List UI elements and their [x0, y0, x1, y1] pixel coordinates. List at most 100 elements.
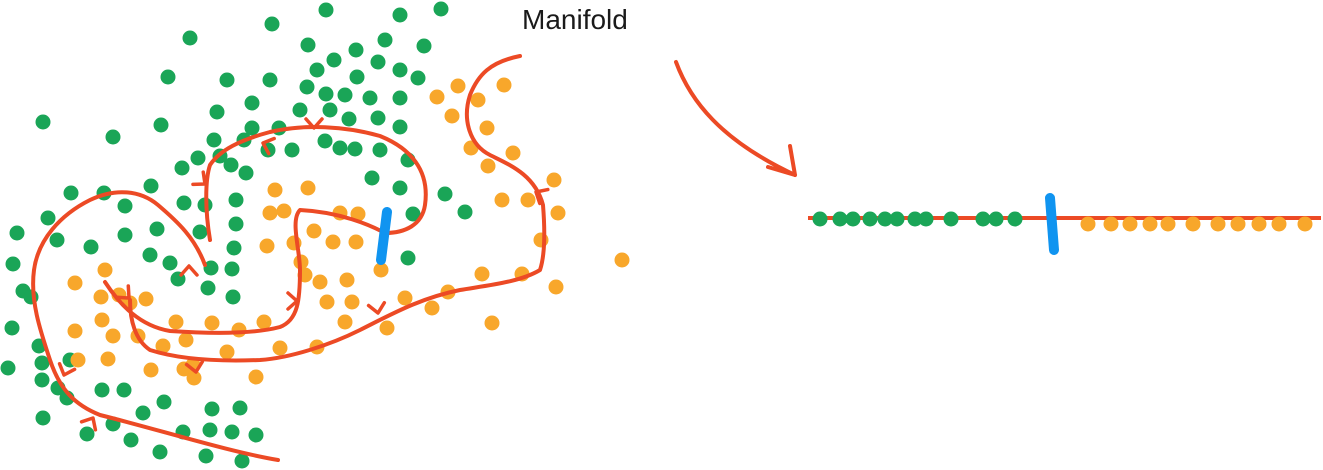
green-point — [176, 195, 192, 211]
orange-point — [105, 328, 121, 344]
orange-projected-point — [1185, 216, 1201, 232]
green-point — [326, 52, 342, 68]
green-point — [392, 119, 408, 135]
arrowhead-icon — [79, 416, 98, 432]
green-point — [244, 95, 260, 111]
orange-projected-point — [1251, 216, 1267, 232]
green-point — [156, 394, 172, 410]
orange-point — [267, 182, 283, 198]
green-point — [318, 2, 334, 18]
orange-point — [480, 158, 496, 174]
orange-projected-point — [1297, 216, 1313, 232]
orange-point — [138, 291, 154, 307]
orange-point — [319, 294, 335, 310]
green-point — [105, 129, 121, 145]
green-point — [264, 16, 280, 32]
arrowhead-icon — [534, 187, 550, 206]
green-point — [337, 87, 353, 103]
green-point — [347, 141, 363, 157]
decision-boundary-right — [1045, 193, 1059, 255]
green-point — [34, 372, 50, 388]
green-point — [284, 142, 300, 158]
orange-point — [94, 312, 110, 328]
orange-point — [397, 290, 413, 306]
green-point — [40, 210, 56, 226]
green-point — [392, 180, 408, 196]
orange-point — [520, 192, 536, 208]
green-projected-point — [975, 211, 991, 227]
orange-point — [231, 322, 247, 338]
green-projected-point — [862, 211, 878, 227]
orange-point — [97, 262, 113, 278]
green-projected-point — [918, 211, 934, 227]
orange-point — [325, 234, 341, 250]
projected-points — [812, 211, 1313, 232]
orange-point — [70, 352, 86, 368]
mapping-arrow — [674, 60, 797, 177]
green-point — [392, 7, 408, 23]
manifold-title: Manifold — [522, 4, 628, 35]
green-point — [5, 256, 21, 272]
orange-point — [93, 289, 109, 305]
green-point — [224, 424, 240, 440]
green-point — [232, 400, 248, 416]
orange-point — [155, 338, 171, 354]
green-point — [83, 239, 99, 255]
green-point — [318, 86, 334, 102]
green-point — [372, 142, 388, 158]
orange-point — [424, 300, 440, 316]
green-projected-point — [832, 211, 848, 227]
green-point — [400, 250, 416, 266]
manifold-curve — [31, 54, 547, 462]
orange-point — [494, 192, 510, 208]
green-point — [248, 427, 264, 443]
green-point — [349, 69, 365, 85]
green-point — [309, 62, 325, 78]
orange-point — [344, 294, 360, 310]
orange-point — [262, 205, 278, 221]
green-point — [244, 120, 260, 136]
green-point — [35, 114, 51, 130]
orange-point — [272, 340, 288, 356]
arrowhead-icon — [184, 359, 205, 374]
green-point — [299, 79, 315, 95]
green-point — [116, 382, 132, 398]
green-point — [416, 38, 432, 54]
orange-projected-point — [1160, 216, 1176, 232]
green-point — [162, 255, 178, 271]
arrowhead-icon — [179, 264, 199, 277]
green-point — [370, 110, 386, 126]
orange-point — [505, 145, 521, 161]
scattered-points — [0, 1, 630, 469]
orange-point — [276, 203, 292, 219]
green-point — [135, 405, 151, 421]
green-point — [223, 157, 239, 173]
green-point — [63, 185, 79, 201]
green-point — [377, 32, 393, 48]
green-point — [153, 117, 169, 133]
arrowhead-icon — [304, 117, 324, 130]
curve-arrowheads — [57, 117, 550, 432]
orange-point — [444, 108, 460, 124]
green-point — [341, 111, 357, 127]
orange-point — [484, 315, 500, 331]
orange-point — [496, 77, 512, 93]
orange-projected-point — [1230, 216, 1246, 232]
green-point — [174, 160, 190, 176]
green-point — [300, 37, 316, 53]
green-projected-point — [943, 211, 959, 227]
green-point — [192, 224, 208, 240]
green-point — [117, 198, 133, 214]
orange-point — [312, 274, 328, 290]
green-point — [182, 30, 198, 46]
green-projected-point — [907, 211, 923, 227]
orange-point — [373, 262, 389, 278]
decision-boundary-left — [376, 207, 392, 265]
orange-point — [168, 314, 184, 330]
orange-point — [143, 362, 159, 378]
green-point — [204, 401, 220, 417]
green-point — [0, 360, 16, 376]
green-point — [225, 289, 241, 305]
green-point — [332, 140, 348, 156]
green-point — [4, 320, 20, 336]
